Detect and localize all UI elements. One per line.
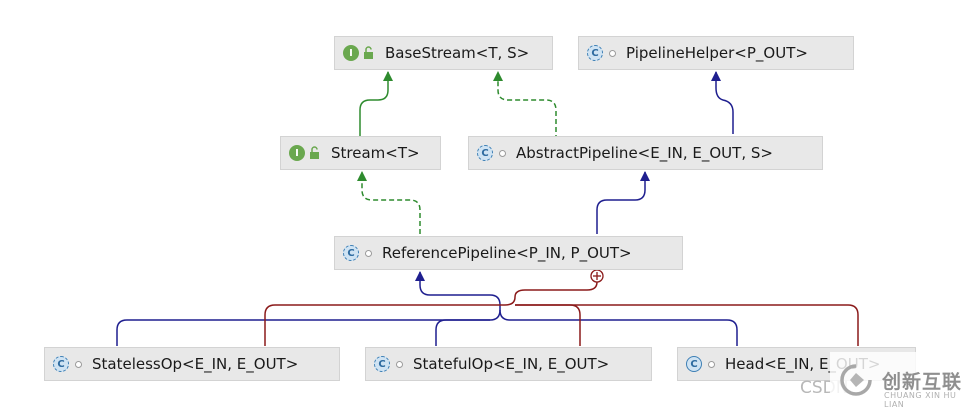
unlock-icon (309, 146, 321, 160)
class-icon: C (686, 356, 702, 372)
package-private-icon (499, 149, 506, 157)
edge-head-to-referencepipeline (499, 309, 738, 346)
edge-referencepipeline-to-abstractpipeline (596, 171, 650, 234)
node-referencepipeline[interactable]: C ReferencePipeline<P_IN, P_OUT> (334, 236, 683, 270)
package-private-icon (609, 49, 616, 57)
abstract-class-icon: C (374, 356, 390, 372)
node-statefulop-label: StatefulOp<E_IN, E_OUT> (413, 355, 610, 373)
edge-stream-to-basestream (359, 71, 393, 140)
edge-abstractpipeline-to-basestream (493, 71, 557, 140)
inner-class-circle-plus (590, 269, 604, 283)
abstract-class-icon: C (587, 45, 603, 61)
node-abstractpipeline-label: AbstractPipeline<E_IN, E_OUT, S> (516, 144, 773, 162)
node-stream[interactable]: I Stream<T> (280, 136, 441, 170)
inner-edge-head (515, 304, 859, 346)
edge-statefulop-to-referencepipeline (435, 319, 490, 346)
inner-edge-statelessop (264, 281, 598, 346)
brand-logo-icon (838, 363, 874, 397)
node-statelessop[interactable]: C StatelessOp<E_IN, E_OUT> (44, 347, 340, 381)
unlock-icon (363, 46, 375, 60)
node-referencepipeline-label: ReferencePipeline<P_IN, P_OUT> (382, 244, 632, 262)
edge-statelessop-to-referencepipeline (116, 271, 501, 346)
node-stream-label: Stream<T> (331, 144, 420, 162)
edge-referencepipeline-to-stream (357, 171, 421, 234)
interface-icon: I (289, 145, 305, 161)
package-private-icon (75, 360, 82, 368)
node-basestream-label: BaseStream<T, S> (385, 44, 530, 62)
abstract-class-icon: C (477, 145, 493, 161)
edge-abstractpipeline-to-pipelinehelper (711, 71, 734, 134)
node-statefulop[interactable]: C StatefulOp<E_IN, E_OUT> (365, 347, 652, 381)
watermark-brand-sub: CHUANG XIN HU LIAN (884, 391, 957, 409)
inner-edge-statefulop (515, 304, 581, 346)
package-private-icon (365, 249, 372, 257)
abstract-class-icon: C (343, 245, 359, 261)
node-pipelinehelper-label: PipelineHelper<P_OUT> (626, 44, 808, 62)
abstract-class-icon: C (53, 356, 69, 372)
package-private-icon (708, 360, 715, 368)
node-basestream[interactable]: I BaseStream<T, S> (334, 36, 553, 70)
node-statelessop-label: StatelessOp<E_IN, E_OUT> (92, 355, 299, 373)
interface-icon: I (343, 45, 359, 61)
package-private-icon (396, 360, 403, 368)
node-pipelinehelper[interactable]: C PipelineHelper<P_OUT> (578, 36, 854, 70)
node-abstractpipeline[interactable]: C AbstractPipeline<E_IN, E_OUT, S> (468, 136, 823, 170)
watermark-brand: 创新互联 (882, 371, 963, 393)
